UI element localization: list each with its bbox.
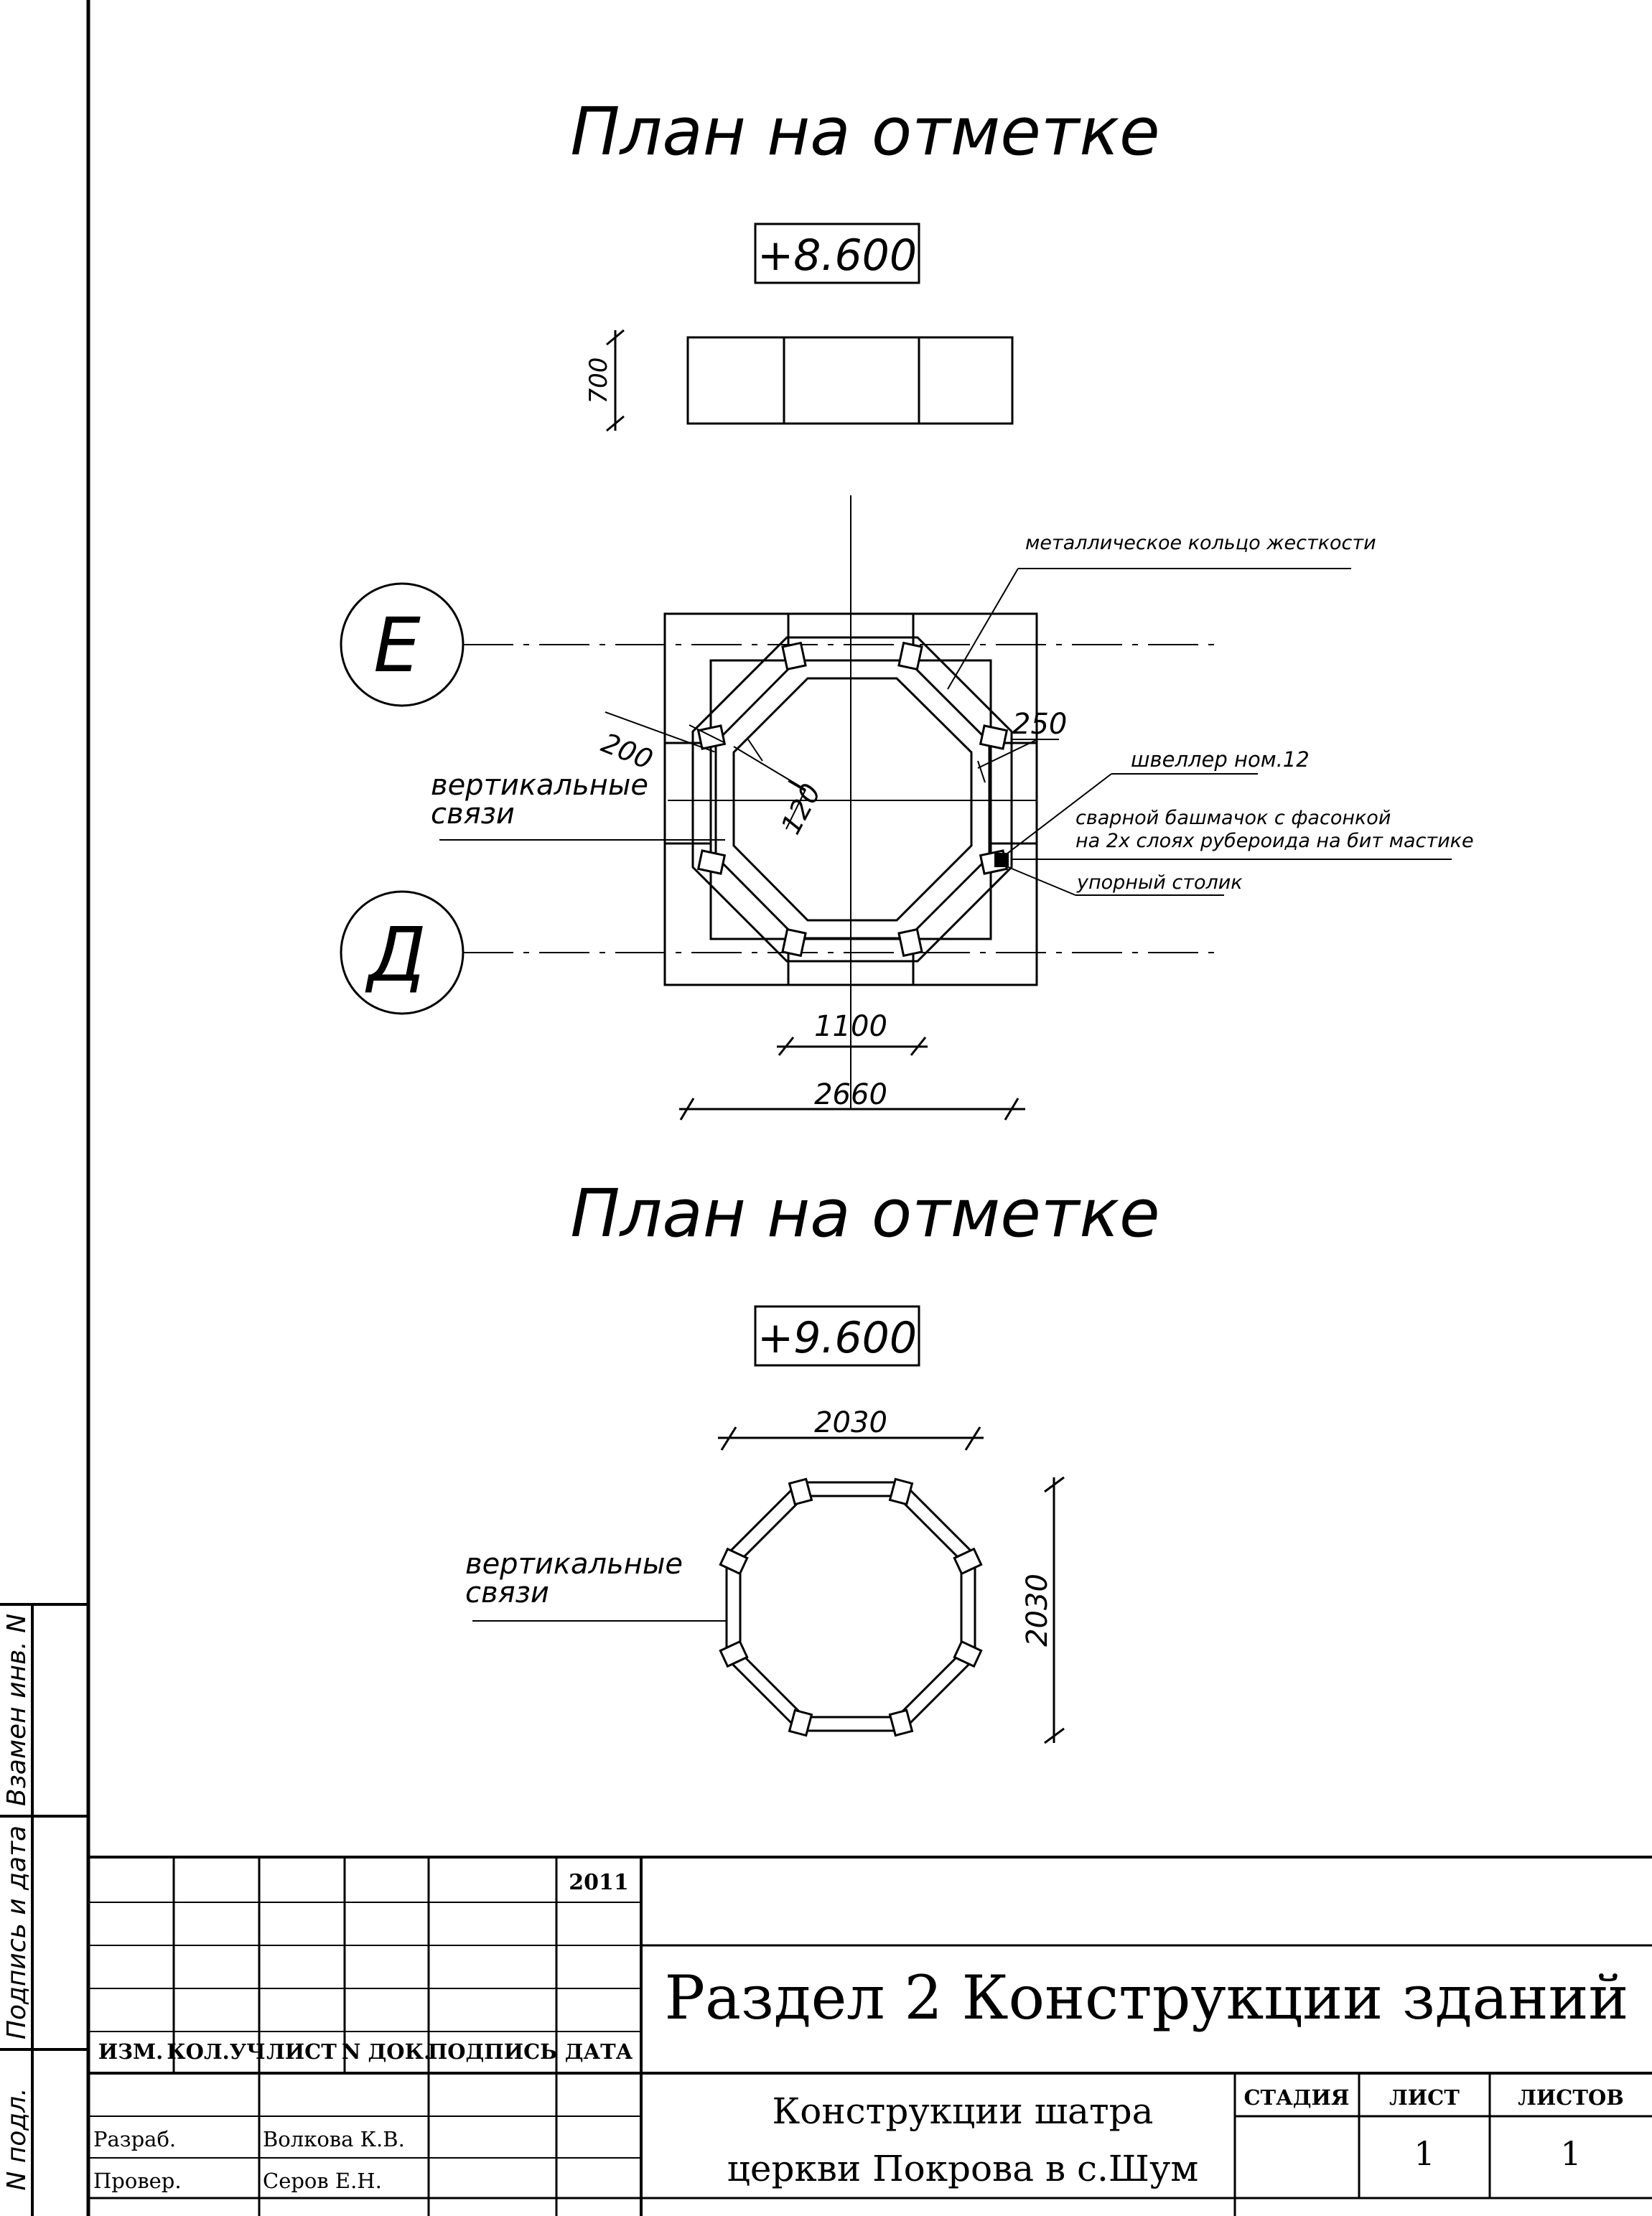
sheet-header: ЛИСТ: [1389, 2085, 1460, 2110]
dim-2030-top-text: 2030: [814, 1406, 887, 1439]
header-kol-uch: КОЛ.УЧ: [167, 2039, 265, 2064]
header-signature: ПОДПИСЬ: [428, 2039, 557, 2064]
elevation-strip: [686, 336, 1014, 425]
side-stamp-orig: N подл.: [2, 2088, 32, 2190]
plan-2-title: План на отметке: [570, 1175, 1159, 1252]
leader-stop: [1006, 866, 1224, 896]
dim-2660-text: 2660: [814, 1078, 887, 1111]
corner-plates: [696, 641, 1009, 958]
dim-120: [733, 739, 806, 830]
plan-1-title: План на отметке: [570, 93, 1159, 170]
axis-d-bubble: [340, 890, 465, 1015]
dim-700-text: 700: [584, 357, 613, 404]
side-stamp: [0, 1603, 88, 2216]
header-n-dok: N ДОК.: [342, 2039, 431, 2064]
side-stamp-inv: Взамен инв. N: [2, 1614, 32, 1806]
plan-2-elevation-mark: +9.600: [757, 1313, 917, 1363]
plan-2-elevation-box: [754, 1305, 920, 1367]
label-ring: металлическое кольцо жесткости: [1025, 532, 1376, 554]
header-date: ДАТА: [565, 2039, 633, 2064]
leader-channel: [1001, 773, 1258, 859]
dim-2030-side-text: 2030: [1021, 1574, 1054, 1647]
checked-label: Провер.: [93, 2169, 182, 2193]
label-shoe-1: сварной башмачок с фасонкой: [1075, 807, 1391, 829]
dim-2030-side: [1044, 1476, 1065, 1744]
dim-700: [606, 329, 625, 432]
title-year: 2011: [569, 1870, 629, 1895]
dim-2660: [679, 1098, 1025, 1121]
label-vertical-ties-1a: вертикальные: [431, 769, 648, 802]
axis-e-bubble: [340, 582, 465, 707]
plan-2: План на отметке +9.600 2030 2030: [465, 1175, 1160, 1744]
sheets-value: 1: [1560, 2134, 1581, 2173]
dim-120-text: 120: [775, 779, 827, 840]
plan-1-elevation-mark: +8.600: [757, 230, 917, 281]
stage-header: СТАДИЯ: [1243, 2085, 1349, 2110]
plan-1-elevation-box: [754, 223, 920, 284]
axis-e-label: Е: [373, 602, 421, 689]
side-stamp-sign: Подпись и дата: [2, 1825, 32, 2039]
sheet-value: 1: [1414, 2134, 1434, 2173]
drawing-title-line-1: Конструкции шатра: [773, 2090, 1154, 2132]
leader-ring: [947, 568, 1351, 690]
drawing-title-line-2: церкви Покрова в с.Шум: [727, 2148, 1199, 2189]
label-vertical-ties-2b: связи: [465, 1576, 549, 1609]
octagonal-ring: [691, 636, 1013, 963]
axis-lines: [463, 644, 1217, 953]
dim-1100-text: 1100: [814, 1010, 887, 1043]
corner-plates-2: [719, 1477, 983, 1737]
sheets-header: ЛИСТОВ: [1518, 2085, 1623, 2110]
dim-250: [977, 739, 1059, 783]
dim-200: [605, 711, 726, 753]
section-title: Раздел 2 Конструкции зданий: [664, 1963, 1628, 2033]
label-shoe-2: на 2х слоях рубероида на бит мастике: [1075, 830, 1474, 852]
dim-1100: [777, 1037, 928, 1056]
label-vertical-ties-1b: связи: [431, 798, 515, 831]
label-channel: швеллер ном.12: [1131, 747, 1310, 772]
axis-d-label: Д: [365, 911, 426, 999]
developed-name: Волкова К.В.: [263, 2127, 405, 2151]
dim-250-text: 250: [1012, 708, 1067, 741]
support-shoe: [994, 853, 1009, 867]
plan-1: План на отметке +8.600 700 Е Д: [340, 93, 1474, 1121]
label-stop: упорный столик: [1076, 871, 1243, 894]
dim-2030-top: [718, 1426, 984, 1451]
octagon-ring-2: [725, 1481, 976, 1732]
checked-name: Серов Е.Н.: [263, 2169, 382, 2193]
developed-label: Разраб.: [93, 2127, 176, 2151]
title-block-grid: [88, 1856, 1652, 2216]
header-list: ЛИСТ: [266, 2039, 337, 2064]
header-izm: ИЗМ.: [98, 2039, 164, 2064]
label-vertical-ties-2a: вертикальные: [465, 1548, 683, 1581]
